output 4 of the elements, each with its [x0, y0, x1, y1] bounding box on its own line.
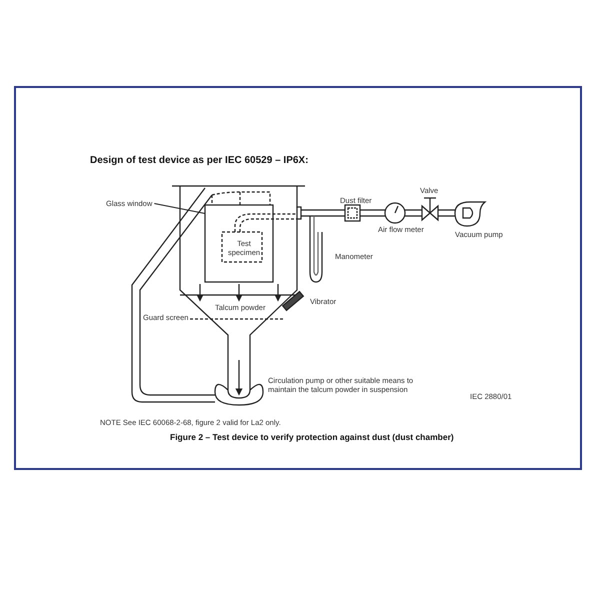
glass-window — [204, 204, 274, 283]
leader-line — [154, 203, 206, 214]
figure-caption: Figure 2 – Test device to verify protection against dust (dust chamber) — [170, 432, 454, 442]
diagram-title: Design of test device as per IEC 60529 – IP6X: — [90, 155, 308, 167]
